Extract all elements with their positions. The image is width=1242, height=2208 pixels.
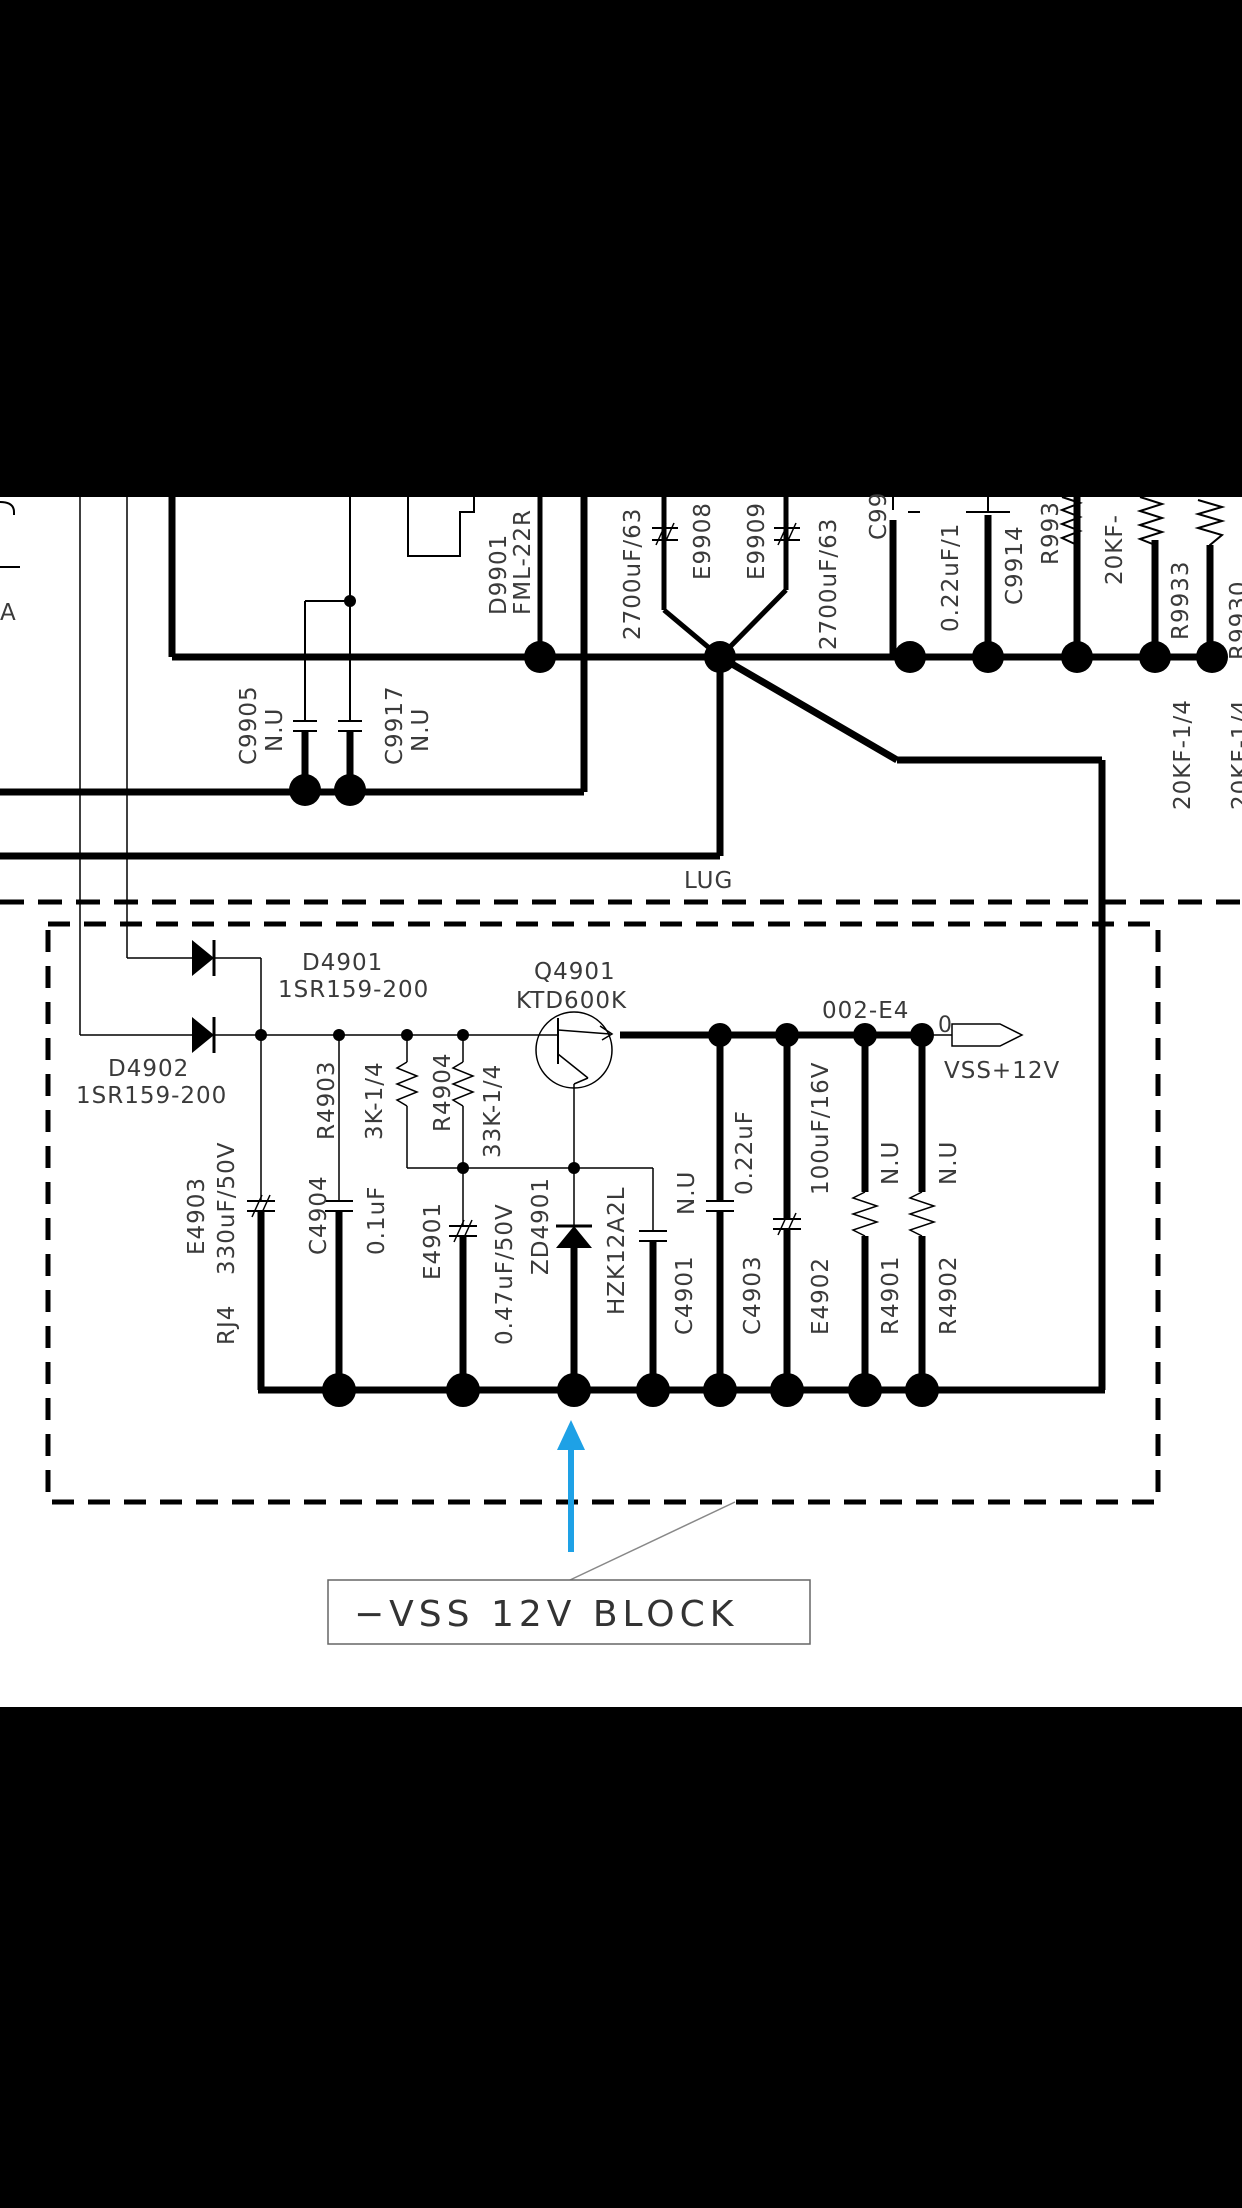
label-e9909: E9909 [744,502,770,580]
label-e4902: E4902 [808,1257,834,1335]
label-vss-out: VSS+12V [944,1058,1060,1084]
label-c9917: C9917 [382,685,408,765]
label-rj4: RJ4 [214,1305,240,1345]
label-e4903-val: 330uF/50V [214,1142,240,1275]
label-20kf: 20KF- [1102,514,1128,585]
label-r4903-val: 3K-1/4 [362,1061,388,1140]
label-e4902-val: 100uF/16V [808,1062,834,1195]
label-c9914: C9914 [1002,525,1028,605]
label-c9917-nu: N.U [408,708,434,752]
label-c9905-nu: N.U [262,708,288,752]
label-20kf-14: 20KF-1/4 [1170,699,1196,810]
label-d4901-part: 1SR159-200 [278,977,429,1003]
block-callout: −VSS 12V BLOCK [327,1579,811,1645]
vss-block-circuit [45,921,1161,1581]
label-zd-part: HZK12A2L [604,1186,630,1315]
label-c4904: C4904 [306,1175,332,1255]
label-a: A [0,600,17,626]
label-2700-b: 2700uF/63 [816,518,842,650]
label-q4901-part: KTD600K [516,988,627,1014]
label-d4901: D4901 [302,950,383,976]
upper-junctions [289,595,1228,806]
label-lug: LUG [684,868,733,894]
label-net-002: 002-E4 [822,998,909,1024]
label-r4902: R4902 [936,1255,962,1335]
vss-block-border [45,921,1161,1505]
callout-label: −VSS 12V BLOCK [354,1594,738,1635]
label-c4903-val: 0.22uF [732,1110,758,1195]
label-r9933: R9933 [1168,560,1194,640]
label-c4901: C4901 [672,1255,698,1335]
label-c4904-val: 0.1uF [364,1186,390,1255]
label-d9901: D9901 [486,534,512,615]
vss-block-junctions [255,1023,939,1407]
label-e4901: E4901 [420,1202,446,1280]
label-r4901: R4901 [878,1255,904,1335]
label-c99: C99 [866,492,892,540]
label-q4901: Q4901 [534,959,616,985]
label-c4903: C4903 [740,1255,766,1335]
callout-box [327,1579,811,1645]
vss-block-labels: D4901 1SR159-200 D4902 1SR159-200 Q4901 … [76,950,1060,1345]
label-022-top: 0.22uF/1 [938,523,964,632]
label-r4904: R4904 [430,1052,456,1132]
label-zd4901: ZD4901 [528,1177,554,1275]
label-d4902-part: 1SR159-200 [76,1083,227,1109]
label-2700-a: 2700uF/63 [620,508,646,640]
label-e9908: E9908 [690,502,716,580]
label-r993: R993 [1038,501,1064,565]
label-r4904-val: 33K-1/4 [480,1064,506,1158]
label-r4902-nu: N.U [936,1141,962,1185]
label-pin-0: 0 [938,1013,953,1038]
label-fml: FML-22R [510,509,536,615]
label-d4902: D4902 [108,1056,189,1082]
label-c4901-nu: N.U [674,1171,700,1215]
label-e4903: E4903 [184,1177,210,1255]
label-20kf-14-b: 20KF-1/4 [1228,699,1242,810]
upper-labels: A D9901 FML-22R 2700uF/63 E9908 E9909 27… [0,492,1242,894]
label-c9905: C9905 [236,685,262,765]
pointer-arrow-icon [557,1420,585,1552]
schematic-paper [0,497,1242,1707]
label-r4901-nu: N.U [878,1141,904,1185]
label-r4903: R4903 [314,1060,340,1140]
label-r9930: R9930 [1226,580,1242,660]
label-e4901-val: 0.47uF/50V [492,1203,518,1345]
